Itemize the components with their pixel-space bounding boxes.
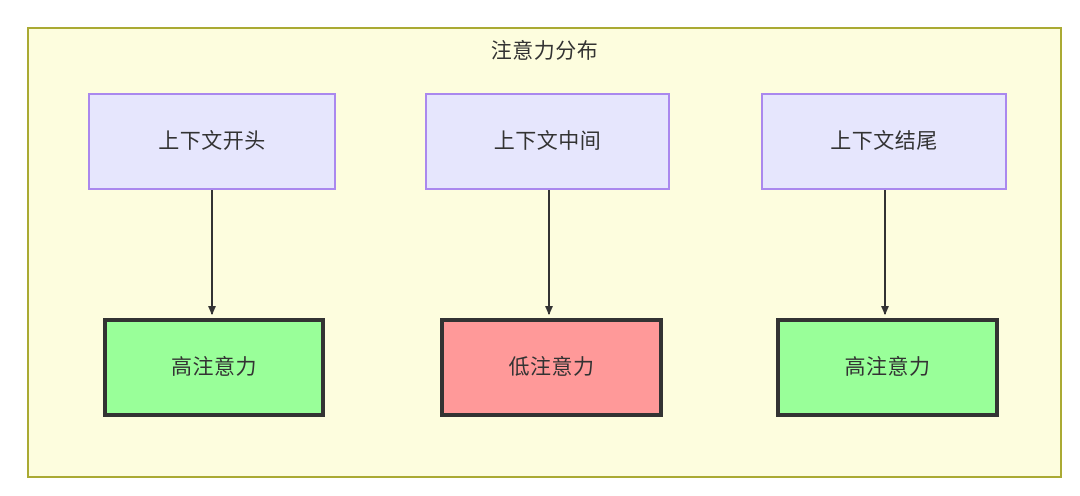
node-attention-high-right-label: 高注意力: [844, 355, 931, 379]
node-context-end-label: 上下文结尾: [830, 129, 938, 153]
node-attention-high-left-label: 高注意力: [171, 355, 257, 379]
node-attention-low-middle-label: 低注意力: [508, 355, 595, 379]
node-attention-low-middle[interactable]: 低注意力: [440, 318, 663, 417]
node-context-middle-label: 上下文中间: [493, 129, 602, 153]
node-attention-high-left[interactable]: 高注意力: [103, 318, 325, 417]
node-attention-high-right[interactable]: 高注意力: [776, 318, 999, 417]
node-context-end[interactable]: 上下文结尾: [761, 93, 1007, 190]
node-context-middle[interactable]: 上下文中间: [425, 93, 670, 190]
node-context-start[interactable]: 上下文开头: [88, 93, 336, 190]
node-context-start-label: 上下文开头: [158, 129, 266, 153]
diagram-title: 注意力分布: [490, 40, 599, 63]
